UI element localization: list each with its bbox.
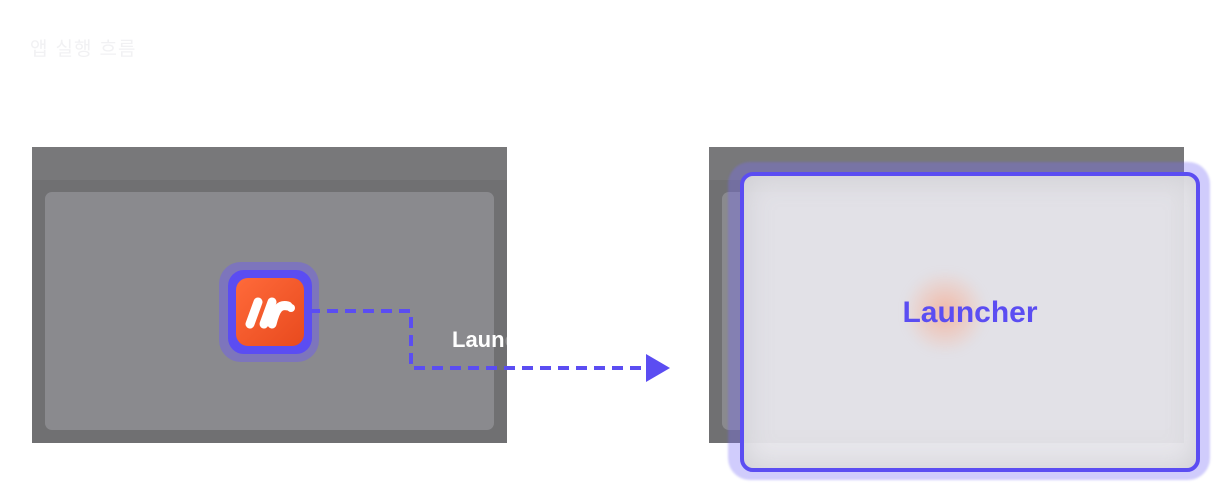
dashed-flow-line [309, 309, 646, 370]
app-logo-icon[interactable] [236, 278, 304, 346]
window-titlebar [32, 147, 507, 180]
connector-label-faded: cher 실행 [504, 327, 598, 352]
app-icon-focus-ring[interactable] [228, 270, 312, 354]
diagram-caption: 앱 실행 흐름 [30, 38, 137, 60]
connector-label: Launcher 실행 [452, 322, 598, 354]
arrowhead-right-icon [646, 354, 670, 382]
connector-label-visible: Laun [452, 327, 505, 352]
launcher-label: Launcher [902, 296, 1038, 329]
blurred-app-icon [905, 272, 985, 352]
